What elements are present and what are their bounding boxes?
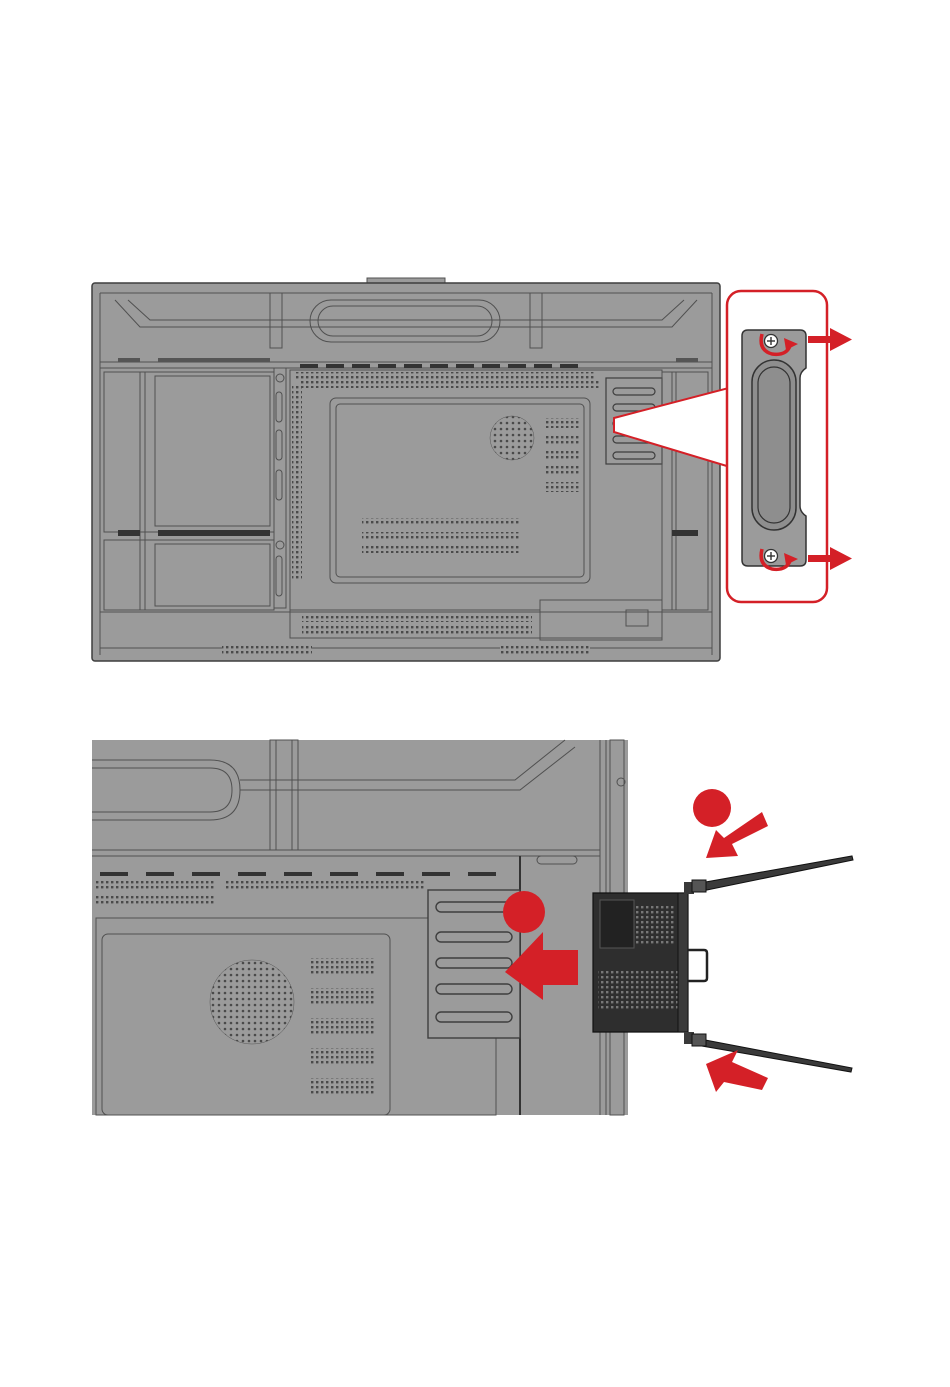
- bottom-vent-1: [302, 614, 532, 622]
- step-marker: [503, 891, 545, 933]
- closeup-vent-1: [96, 880, 216, 890]
- step-marker: [693, 789, 731, 827]
- right-bar: [672, 530, 698, 536]
- rear-vent-left: [292, 385, 302, 580]
- bottom-vent-3: [222, 644, 312, 656]
- left-bar-small: [118, 530, 140, 536]
- antenna: [692, 856, 853, 892]
- screw-icon: [765, 335, 778, 348]
- closeup-vent-3: [226, 880, 426, 890]
- screw-icon: [765, 550, 778, 563]
- left-bar: [158, 530, 270, 536]
- figure-remove-cover: [92, 278, 852, 661]
- top-slot-row: [300, 364, 578, 368]
- enlarged-slot-cover: [742, 330, 806, 566]
- slot-left-small: [118, 358, 140, 362]
- bottom-vent-4: [500, 644, 590, 656]
- slot-module: [593, 882, 707, 1044]
- speaker-grille: [490, 416, 534, 460]
- slot-right-small: [676, 358, 698, 362]
- rear-vent-top: [296, 372, 596, 380]
- rear-vent-top2: [300, 380, 600, 388]
- slot-left-long: [158, 358, 270, 362]
- closeup-vent-2: [96, 896, 216, 906]
- figure-insert-module: [92, 740, 853, 1115]
- closeup-speaker-grille: [210, 960, 294, 1044]
- bottom-vent-2: [302, 626, 532, 634]
- closeup-slots: [100, 872, 496, 876]
